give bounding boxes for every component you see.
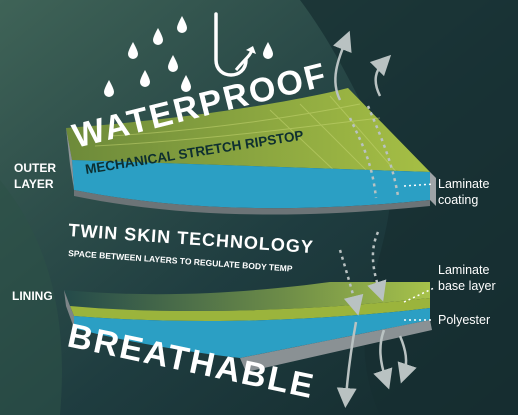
outer-blue-membrane <box>72 160 430 209</box>
outer-layer-label-line2: LAYER <box>14 177 54 191</box>
airflow-arrow <box>373 329 393 390</box>
outer-grey-edge <box>66 128 74 190</box>
airflow-arrow <box>348 117 378 199</box>
hook-icon <box>214 12 248 77</box>
raindrop-icon <box>128 42 138 59</box>
airflow-arrows <box>333 30 417 408</box>
raindrop-icon <box>104 80 114 97</box>
lining-label: LINING <box>12 289 53 303</box>
lining-top-layer <box>64 282 430 312</box>
outer-bottom-face <box>74 190 430 215</box>
lining-green-layer <box>70 298 430 322</box>
background-shade-left <box>0 180 62 415</box>
airflow-arrow <box>333 30 352 101</box>
curved-arrow-icon <box>246 46 256 54</box>
raindrop-icon <box>168 55 178 72</box>
laminate-base-label-line1: Laminate <box>438 263 489 277</box>
lining-stack <box>64 282 432 372</box>
airflow-arrow <box>338 249 364 316</box>
outer-green-layer <box>66 88 430 172</box>
airflow-arrow <box>336 321 358 408</box>
lining-blue-layer <box>74 308 430 358</box>
raindrop-icon <box>153 28 163 45</box>
raindrop-icon <box>177 16 187 33</box>
polyester-label: Polyester <box>438 313 490 327</box>
laminate-base-label-line2: base layer <box>438 279 496 293</box>
airflow-arrow <box>369 54 392 97</box>
rain-icons <box>104 16 273 97</box>
raindrop-icon <box>140 70 150 87</box>
outer-grid-lines <box>94 95 399 177</box>
laminate-coating-label-line1: Laminate <box>438 177 489 191</box>
airflow-arrow <box>367 231 387 302</box>
outer-layer-stack <box>66 88 436 215</box>
laminate-coating-label-line2: coating <box>438 193 478 207</box>
annotation-leaders <box>403 183 435 321</box>
raindrop-icon <box>263 42 273 59</box>
outer-layer-label-line1: OUTER <box>14 161 56 175</box>
raindrop-icon <box>181 75 191 92</box>
airflow-arrow <box>366 105 400 197</box>
airflow-arrow <box>397 335 417 384</box>
lining-left-edge <box>64 290 74 328</box>
outer-grey-lip <box>430 172 436 206</box>
